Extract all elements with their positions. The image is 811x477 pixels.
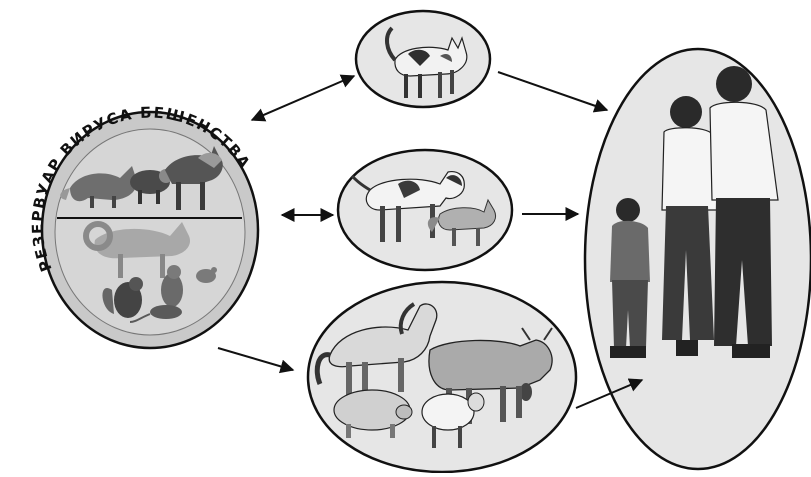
reservoir-circle: РЕЗЕРВУАР ВИРУСА БЕШЕНСТВА В ПРИРОДЕ xyxy=(0,0,258,348)
dog-group xyxy=(338,150,512,270)
arrow-reservoir-cat xyxy=(252,76,354,120)
humans-group xyxy=(585,49,811,469)
livestock-group xyxy=(308,282,576,472)
arrow-reservoir-livestock xyxy=(218,348,293,370)
cat-group xyxy=(356,11,490,107)
arrow-cat-humans xyxy=(498,72,607,110)
